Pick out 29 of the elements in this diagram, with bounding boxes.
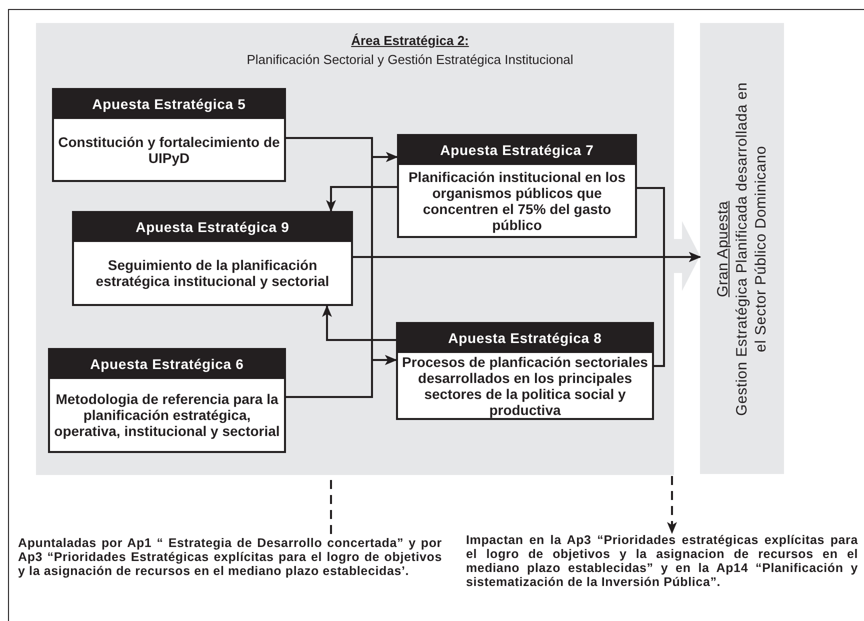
box-header: Apuesta Estratégica 5 [54,90,284,119]
box-header: Apuesta Estratégica 8 [398,324,652,353]
note-text: Apuntaladas por Ap1 “ Estrategia de Desarrollo concertada” y por Ap3 “Prioridades Estratégicas explícitas para el logro de objetivos y la asignación de recursos en el mediano plazo establecidas’. [18,536,442,594]
strategy-box [72,211,353,306]
box-description: Procesos de planficación sectoriales desarrollados en los principales sectores de la politica social y productiva [402,354,648,418]
goal-description: Gestion Estratégica Planificada desarrollada en el Sector Público Dominicano [732,80,770,418]
strategy-box [396,322,654,420]
box-description: Metodologia de referencia para la planificación estratégica, operativa, institucional y sectorial [54,391,280,439]
area-title: Área Estratégica 2: [351,32,469,50]
box-description: Constitución y fortalecimiento de UIPyD [58,134,280,166]
box-description: Planificación institucional en los organismos públicos que concentren el 75% del gasto público [407,168,627,232]
arrow [654,252,701,367]
dashed-connector [667,476,677,534]
block-arrow [674,221,700,291]
box-header: Apuesta Estratégica 7 [399,136,635,165]
area-subtitle: Planificación Sectorial y Gestión Estratégica Institucional [246,51,574,69]
note-text: Impactan en la Ap3 “Prioridades estratégicas explícitas para el logro de objetivos y la asignacion de recursos en el mediano plazo establecidas” y en la Ap14 “Planificación y sistematización de la Inversión Pública”. [466,533,858,605]
goal-title: Gran Apuesta [714,200,732,297]
strategy-box [52,88,286,182]
box-description: Seguimiento de la planificación estratégica institucional y sectorial [94,257,330,289]
arrow [326,186,397,212]
strategy-box [397,134,637,238]
arrow [322,305,396,341]
area-panel [36,23,674,475]
strategy-box [48,348,286,453]
box-header: Apuesta Estratégica 6 [50,350,284,379]
arrow [286,355,397,398]
box-header: Apuesta Estratégica 9 [74,213,351,242]
goal-panel [700,23,784,474]
